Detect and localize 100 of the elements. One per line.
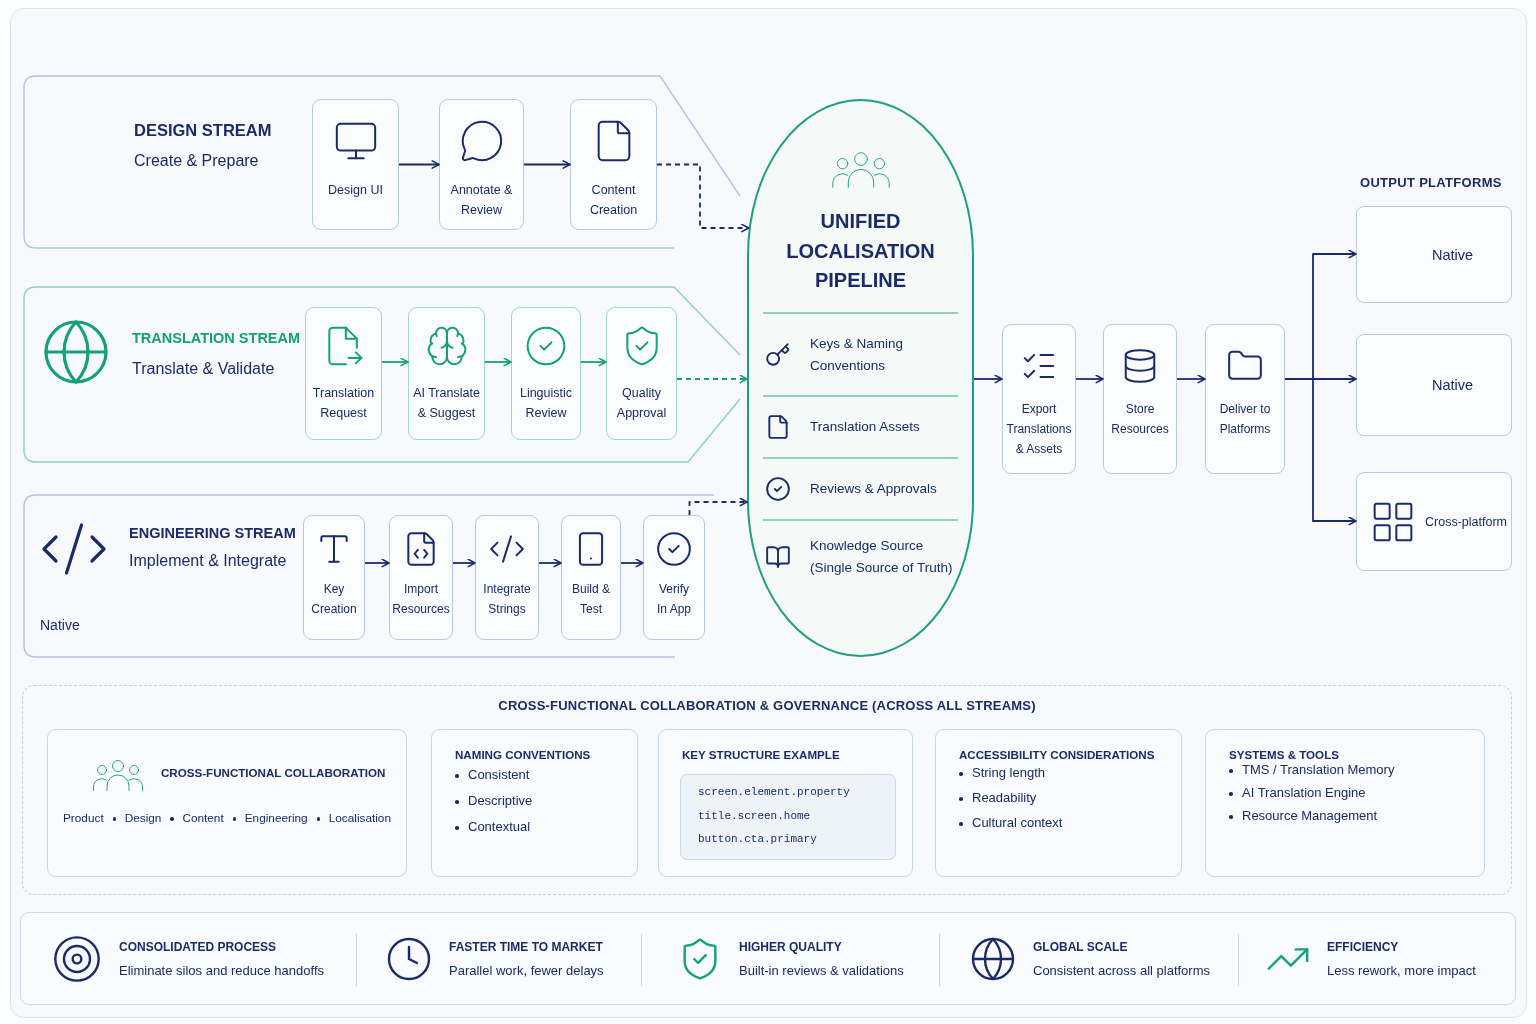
platform-note: Native — [40, 616, 80, 635]
stream-title: DESIGN STREAM — [134, 120, 272, 141]
benefit-description: Less rework, more impact — [1327, 962, 1476, 979]
arrow — [620, 558, 644, 568]
bullet-item: Cultural context — [958, 814, 1063, 832]
process-step-box — [570, 99, 657, 230]
process-step-box — [643, 515, 705, 640]
bullet-item: Contextual — [454, 818, 531, 836]
card-heading: CROSS-FUNCTIONAL COLLABORATION — [161, 765, 386, 781]
benefit-description: Consistent across all platforms — [1033, 962, 1210, 979]
process-step-box — [1002, 324, 1076, 474]
team-name: Product — [63, 810, 104, 826]
arrow — [973, 374, 1003, 384]
stream-subtitle: Translate & Validate — [132, 359, 276, 379]
arrow — [538, 558, 562, 568]
benefit-title: EFFICIENCY — [1327, 938, 1400, 955]
process-step-box — [439, 99, 524, 230]
platform-label: Cross-platform — [1425, 513, 1507, 531]
process-step-box — [303, 515, 365, 640]
arrow — [523, 160, 571, 169]
pipeline-item: Translation Assets — [810, 418, 921, 436]
stream-title: TRANSLATION STREAM — [132, 329, 301, 348]
dashed-arrow — [688, 497, 748, 516]
bullet-item: AI Translation Engine — [1228, 784, 1366, 802]
process-step-box — [312, 99, 399, 230]
arrow — [398, 160, 440, 169]
arrow — [580, 357, 607, 367]
step-label: Verify In App — [656, 581, 692, 618]
code-line: screen.element.property — [698, 785, 851, 800]
platform-label: Native — [1432, 245, 1474, 265]
dashed-arrow — [656, 163, 750, 233]
process-step-box — [408, 307, 485, 440]
info-card — [431, 729, 638, 877]
benefit-description: Parallel work, fewer delays — [449, 962, 604, 979]
process-step-box — [511, 307, 581, 440]
arrow — [1075, 374, 1104, 384]
arrow — [1284, 378, 1357, 526]
arrow — [484, 357, 512, 367]
step-label: Build & Test — [571, 581, 611, 618]
team-name: Engineering — [227, 810, 308, 826]
step-label: Quality Approval — [615, 385, 668, 422]
process-step-box — [1205, 324, 1285, 474]
info-card — [935, 729, 1182, 877]
code-line: title.screen.home — [698, 808, 812, 824]
stream-panel — [24, 287, 740, 462]
code-block — [680, 774, 896, 860]
card-heading: SYSTEMS & TOOLS — [1229, 747, 1339, 763]
team-name: Design — [107, 810, 162, 826]
arrow — [452, 558, 476, 568]
stream-title: ENGINEERING STREAM — [129, 524, 296, 543]
platform-box — [1356, 206, 1512, 303]
code-line: button.cta.primary — [698, 832, 818, 847]
process-step-box — [475, 515, 539, 640]
info-card — [1205, 729, 1485, 877]
bullet-item: TMS / Translation Memory — [1228, 761, 1395, 779]
benefit-title: CONSOLIDATED PROCESS — [119, 938, 278, 955]
step-label: Import Resources — [391, 581, 451, 618]
bullet-item: Consistent — [454, 766, 530, 784]
panel-title: CROSS-FUNCTIONAL COLLABORATION & GOVERNANCE (ACROSS ALL STREAMS) — [497, 697, 1037, 715]
benefit-description: Eliminate silos and reduce handoffs — [119, 962, 324, 979]
card-heading: ACCESSIBILITY CONSIDERATIONS — [959, 747, 1155, 763]
pipeline-item: Reviews & Approvals — [810, 480, 938, 498]
pipeline-item: Knowledge Source (Single Source of Truth) — [810, 537, 954, 577]
platform-box — [1356, 472, 1512, 571]
stream-subtitle: Implement & Integrate — [129, 551, 288, 571]
step-label: Content Creation — [588, 182, 639, 219]
arrow — [1176, 374, 1206, 384]
process-step-box — [389, 515, 453, 640]
bullet-item: Readability — [958, 789, 1037, 807]
process-step-box — [305, 307, 382, 440]
bullet-item: Descriptive — [454, 792, 533, 810]
section-heading: OUTPUT PLATFORMS — [1360, 175, 1502, 191]
team-name: Localisation — [311, 810, 391, 826]
process-step-box — [606, 307, 677, 440]
step-label: Key Creation — [310, 581, 358, 618]
bullet-item: String length — [958, 764, 1045, 782]
step-label: Translation Request — [311, 385, 376, 422]
card-heading: NAMING CONVENTIONS — [455, 747, 591, 763]
card-heading: KEY STRUCTURE EXAMPLE — [682, 747, 840, 763]
step-label: Linguistic Review — [518, 385, 574, 422]
benefit-description: Built-in reviews & validations — [739, 962, 904, 979]
step-label: Export Translations & Assets — [1005, 401, 1073, 458]
benefit-title: FASTER TIME TO MARKET — [449, 938, 604, 955]
arrow — [381, 357, 409, 367]
info-card — [658, 729, 913, 877]
step-label: Store Resources — [1110, 401, 1170, 438]
process-step-box — [1103, 324, 1177, 474]
arrow — [364, 558, 390, 568]
process-step-box — [561, 515, 621, 640]
step-label: AI Translate & Suggest — [412, 385, 481, 422]
bullet-item: Resource Management — [1228, 807, 1378, 825]
stream-subtitle: Create & Prepare — [134, 151, 260, 171]
pipeline-item: Keys & Naming Conventions — [810, 334, 905, 375]
platform-label: Native — [1432, 376, 1474, 395]
step-label: Design UI — [328, 182, 383, 199]
step-label: Deliver to Platforms — [1218, 401, 1272, 438]
benefit-title: GLOBAL SCALE — [1033, 938, 1129, 955]
governance-panel — [22, 685, 1512, 895]
team-name: Content — [165, 810, 224, 826]
info-card — [47, 729, 407, 877]
